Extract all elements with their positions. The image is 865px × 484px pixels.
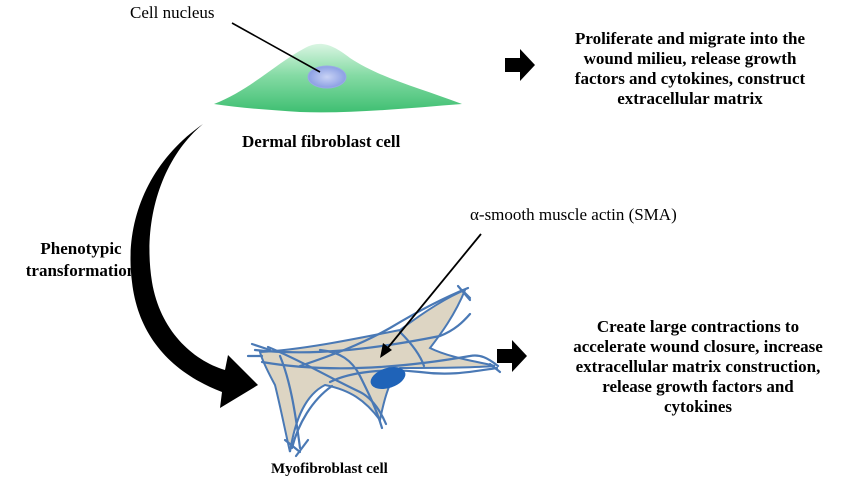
fibroblast-desc-line: extracellular matrix [617, 89, 763, 108]
phenotypic-transformation-label: Phenotypic transformation [6, 238, 156, 282]
right-arrow-icon-bottom [497, 340, 527, 372]
phenotypic-line-2: transformation [25, 261, 137, 280]
cell-nucleus-label: Cell nucleus [130, 3, 215, 22]
fibroblast-description: Proliferate and migrate into the wound m… [540, 29, 840, 109]
sma-label: α-smooth muscle actin (SMA) [470, 205, 677, 224]
fibroblast-desc-line: Proliferate and migrate into the [574, 29, 806, 48]
sma-pointer-line [385, 233, 482, 351]
sma-pointer-arrowhead [380, 343, 392, 358]
myofibroblast-desc-line: Create large contractions to [596, 317, 800, 336]
nucleus-pointer-line [231, 22, 321, 73]
myofibroblast-description: Create large contractions to accelerate … [538, 317, 858, 417]
dermal-fibroblast-label: Dermal fibroblast cell [242, 132, 401, 151]
myofibroblast-label: Myofibroblast cell [271, 461, 388, 477]
myofibroblast-desc-line: release growth factors and [602, 377, 794, 396]
fibroblast-desc-line: wound milieu, release growth [583, 49, 797, 68]
myofibroblast-nucleus [370, 366, 406, 390]
fibroblast-desc-line: factors and cytokines, construct [574, 69, 806, 88]
myofibroblast-desc-line: cytokines [664, 397, 732, 416]
myofibroblast-desc-line: extracellular matrix construction, [575, 357, 821, 376]
curved-transformation-arrow [130, 124, 258, 408]
actin-fibers [246, 284, 502, 458]
right-arrow-icon-top [505, 49, 535, 81]
phenotypic-line-1: Phenotypic [40, 239, 122, 258]
myofibroblast-desc-line: accelerate wound closure, increase [573, 337, 823, 356]
